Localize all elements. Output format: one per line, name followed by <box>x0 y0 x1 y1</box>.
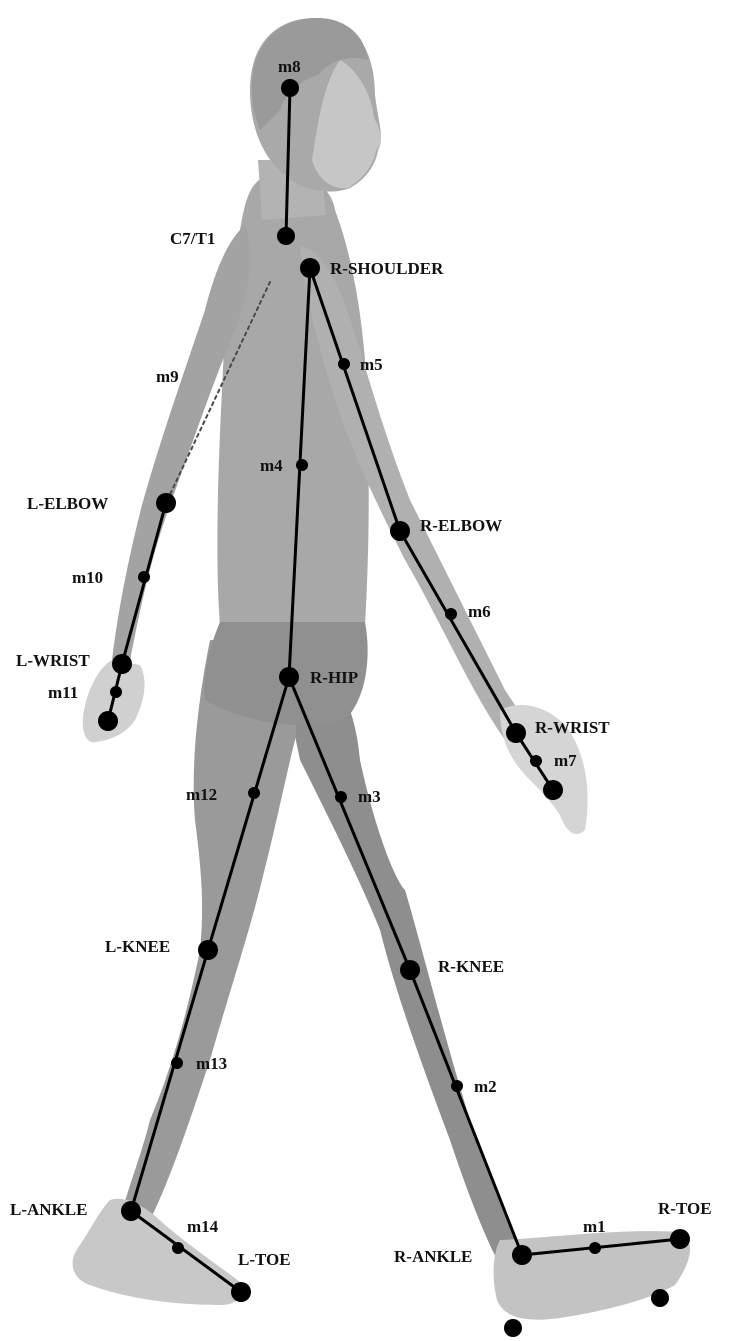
marker-r-hand <box>543 780 563 800</box>
label-r-elbow: R-ELBOW <box>420 516 502 535</box>
marker-l-knee <box>198 940 218 960</box>
marker-r-elbow <box>390 521 410 541</box>
label-m8: m8 <box>278 57 301 76</box>
label-m13: m13 <box>196 1054 227 1073</box>
label-m1: m1 <box>583 1217 606 1236</box>
label-m10: m10 <box>72 568 103 587</box>
label-c7t1: C7/T1 <box>170 229 215 248</box>
marker-r-toe <box>670 1229 690 1249</box>
marker-l-wrist <box>112 654 132 674</box>
marker-m8 <box>281 79 299 97</box>
marker-m2 <box>451 1080 463 1092</box>
label-m7: m7 <box>554 751 577 770</box>
label-r-ankle: R-ANKLE <box>394 1247 472 1266</box>
marker-m14 <box>172 1242 184 1254</box>
label-r-hip: R-HIP <box>310 668 358 687</box>
label-l-elbow: L-ELBOW <box>27 494 108 513</box>
left-shoe-shape <box>73 1199 243 1305</box>
marker-m6 <box>445 608 457 620</box>
label-m12: m12 <box>186 785 217 804</box>
label-l-ankle: L-ANKLE <box>10 1200 87 1219</box>
label-l-toe: L-TOE <box>238 1250 291 1269</box>
segment-right-forearm <box>400 531 516 733</box>
marker-r-ankle <box>512 1245 532 1265</box>
label-m2: m2 <box>474 1077 497 1096</box>
label-l-wrist: L-WRIST <box>16 651 90 670</box>
label-r-shoulder: R-SHOULDER <box>330 259 444 278</box>
label-r-knee: R-KNEE <box>438 957 504 976</box>
label-m4: m4 <box>260 456 283 475</box>
label-m3: m3 <box>358 787 381 806</box>
marker-c7t1 <box>277 227 295 245</box>
marker-r-toe-bottom <box>651 1289 669 1307</box>
marker-l-elbow <box>156 493 176 513</box>
marker-r-knee <box>400 960 420 980</box>
marker-m3 <box>335 791 347 803</box>
marker-l-toe <box>231 1282 251 1302</box>
left-leg-shape <box>122 640 298 1220</box>
label-r-wrist: R-WRIST <box>535 718 610 737</box>
label-l-knee: L-KNEE <box>105 937 170 956</box>
label-m14: m14 <box>187 1217 219 1236</box>
marker-m1 <box>589 1242 601 1254</box>
marker-l-ankle <box>121 1201 141 1221</box>
label-m11: m11 <box>48 683 78 702</box>
marker-m4 <box>296 459 308 471</box>
human-body-model <box>73 18 690 1320</box>
marker-m13 <box>171 1057 183 1069</box>
marker-r-hip <box>279 667 299 687</box>
segment-right-shank <box>410 970 522 1255</box>
label-m5: m5 <box>360 355 383 374</box>
marker-m5 <box>338 358 350 370</box>
marker-r-wrist <box>506 723 526 743</box>
marker-m12 <box>248 787 260 799</box>
marker-l-hand <box>98 711 118 731</box>
marker-m7 <box>530 755 542 767</box>
label-m6: m6 <box>468 602 491 621</box>
marker-m11 <box>110 686 122 698</box>
marker-r-heel-bottom <box>504 1319 522 1337</box>
marker-m10 <box>138 571 150 583</box>
label-r-toe: R-TOE <box>658 1199 712 1218</box>
marker-r-shoulder <box>300 258 320 278</box>
label-m9: m9 <box>156 367 179 386</box>
